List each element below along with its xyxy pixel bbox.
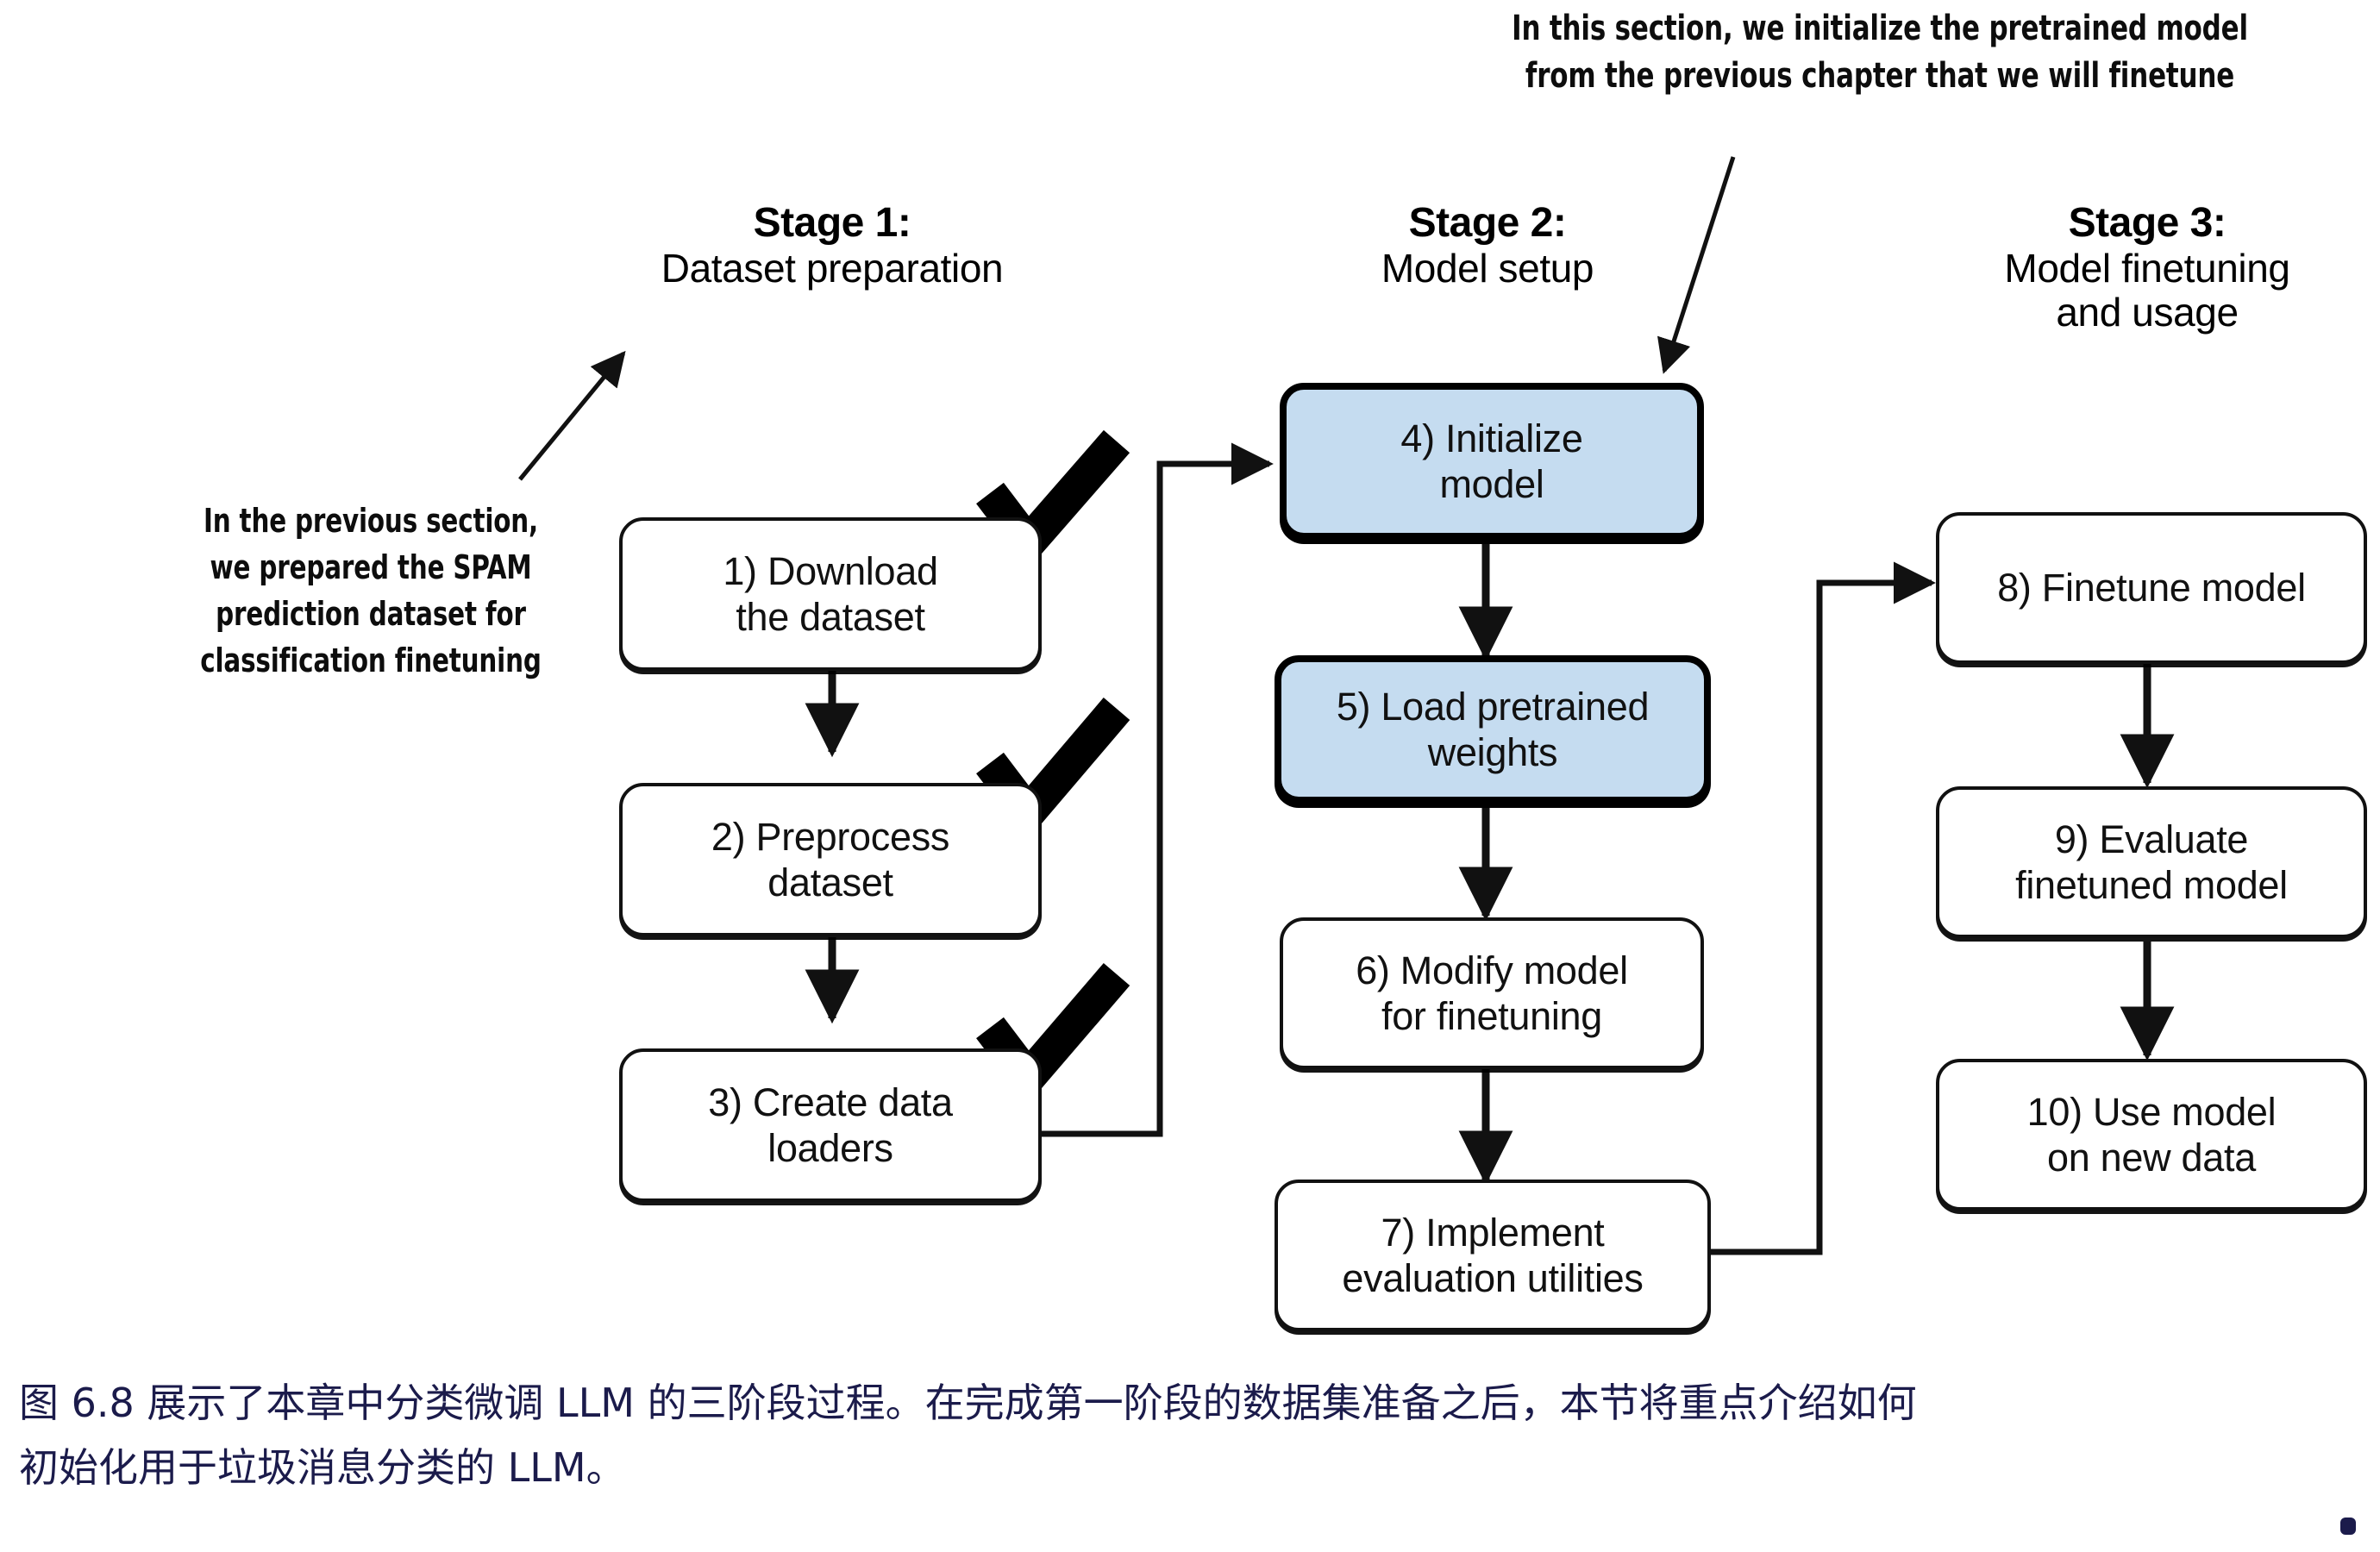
left-annotation-pointer-arrow — [518, 350, 626, 481]
step-7-line-1: 7) Implement — [1381, 1210, 1605, 1255]
stage-3-subtitle-line-2: and usage — [2056, 290, 2239, 335]
stage-1-subtitle-line-1: Dataset preparation — [661, 245, 1004, 291]
stage-3-title: Stage 3: — [2068, 200, 2227, 246]
step-3-create-data-loaders-box[interactable]: 3) Create data loaders — [619, 1048, 1042, 1202]
step-9-line-2: finetuned model — [2015, 863, 2288, 907]
step-10-use-model-on-new-data-box[interactable]: 10) Use model on new data — [1936, 1059, 2367, 1211]
figure-caption-line-2: 初始化用于垃圾消息分类的 LLM。 — [19, 1443, 626, 1491]
step-10-line-2: on new data — [2047, 1136, 2256, 1180]
step-1-line-1: 1) Download — [723, 548, 938, 593]
top-annotation: In this section, we initialize the pretr… — [1464, 5, 2295, 100]
step-5-line-2: weights — [1427, 730, 1558, 774]
stage-1-title: Stage 1: — [753, 200, 911, 246]
step-6-modify-model-for-finetuning-box[interactable]: 6) Modify model for finetuning — [1280, 917, 1704, 1069]
top-annotation-line-1: In this section, we initialize the pretr… — [1512, 9, 2248, 48]
top-annotation-line-2: from the previous chapter that we will f… — [1525, 56, 2235, 97]
step-2-line-1: 2) Preprocess — [711, 814, 950, 859]
stage-2-title: Stage 2: — [1408, 200, 1567, 246]
step-3-line-2: loaders — [767, 1126, 893, 1170]
left-annotation-line-4: classification finetuning — [200, 641, 542, 679]
left-annotation-line-3: prediction dataset for — [216, 594, 526, 633]
left-annotation: In the previous section, we prepared the… — [141, 498, 600, 685]
step-8-line-1: 8) Finetune model — [1997, 566, 2306, 610]
top-annotation-pointer-arrow — [1657, 156, 1736, 374]
step-1-line-2: the dataset — [736, 595, 925, 639]
left-annotation-line-2: we prepared the SPAM — [210, 548, 532, 586]
step-6-line-2: for finetuning — [1381, 994, 1602, 1038]
step-4-line-2: model — [1439, 462, 1544, 506]
step-5-line-1: 5) Load pretrained — [1336, 684, 1650, 729]
step-1-download-the-dataset-box[interactable]: 1) Download the dataset — [619, 517, 1042, 671]
step-6-line-1: 6) Modify model — [1356, 948, 1628, 992]
stage-1-heading: Stage 1: Dataset preparation — [586, 200, 1078, 291]
caption-end-marker-dot — [2340, 1518, 2356, 1535]
left-annotation-line-1: In the previous section, — [203, 502, 539, 540]
step-10-line-1: 10) Use model — [2026, 1089, 2277, 1134]
stage-2-heading: Stage 2: Model setup — [1242, 200, 1733, 291]
step-2-line-2: dataset — [767, 860, 893, 904]
step-4-line-1: 4) Initialize — [1400, 416, 1583, 460]
step-8-finetune-model-box[interactable]: 8) Finetune model — [1936, 512, 2367, 664]
step-3-line-1: 3) Create data — [708, 1080, 953, 1124]
step-7-line-2: evaluation utilities — [1342, 1256, 1644, 1300]
figure-caption-line-1: 图 6.8 展示了本章中分类微调 LLM 的三阶段过程。在完成第一阶段的数据集准… — [19, 1380, 1917, 1426]
step-2-preprocess-dataset-box[interactable]: 2) Preprocess dataset — [619, 783, 1042, 936]
stage-3-heading: Stage 3: Model finetuning and usage — [1901, 200, 2380, 335]
step-5-load-pretrained-weights-box[interactable]: 5) Load pretrained weights — [1275, 655, 1711, 804]
step-4-initialize-model-box[interactable]: 4) Initialize model — [1280, 383, 1704, 540]
figure-caption: 图 6.8 展示了本章中分类微调 LLM 的三阶段过程。在完成第一阶段的数据集准… — [19, 1371, 2347, 1499]
connector-stage2-to-stage3 — [1703, 561, 1936, 1255]
connector-stage1-to-stage2 — [1039, 442, 1274, 1137]
step-7-implement-evaluation-utilities-box[interactable]: 7) Implement evaluation utilities — [1275, 1180, 1711, 1331]
step-9-line-1: 9) Evaluate — [2054, 817, 2249, 861]
stage-3-subtitle-line-1: Model finetuning — [2004, 245, 2290, 291]
step-9-evaluate-finetuned-model-box[interactable]: 9) Evaluate finetuned model — [1936, 786, 2367, 938]
stage-2-subtitle-line-1: Model setup — [1381, 245, 1594, 291]
